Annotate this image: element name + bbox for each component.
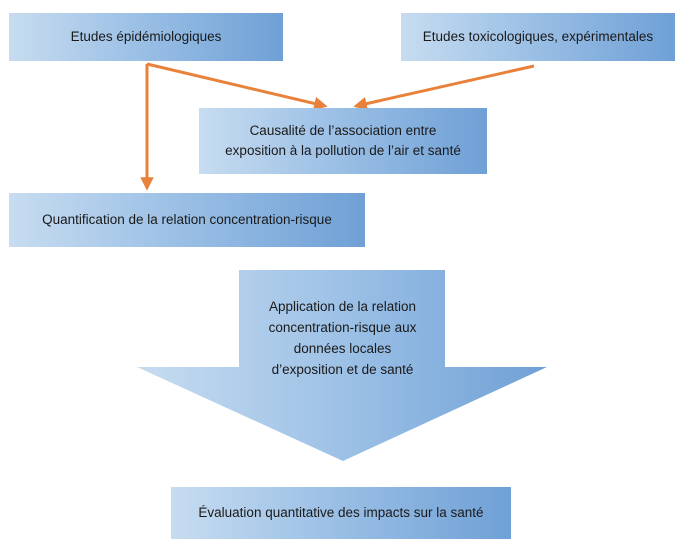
node-toxicology: Etudes toxicologiques, expérimentales bbox=[401, 13, 675, 61]
node-quantification-label: Quantification de la relation concentrat… bbox=[42, 212, 332, 227]
node-causality: Causalité de l’association entre exposit… bbox=[199, 108, 487, 174]
node-application: Application de la relation concentration… bbox=[240, 296, 445, 380]
node-causality-line-1: Causalité de l’association entre bbox=[249, 123, 437, 138]
node-application-line-2: concentration-risque aux bbox=[268, 320, 417, 335]
node-quantification: Quantification de la relation concentrat… bbox=[9, 193, 365, 247]
node-evaluation: Évaluation quantitative des impacts sur … bbox=[171, 487, 511, 539]
arrow-epi-to-caus bbox=[146, 62, 328, 111]
node-application-line-1: Application de la relation bbox=[268, 299, 417, 314]
node-causality-line-2: exposition à la pollution de l’air et sa… bbox=[225, 143, 461, 158]
arrow-tox-to-caus bbox=[353, 64, 535, 111]
node-epidemiology-label: Etudes épidémiologiques bbox=[70, 29, 222, 44]
node-application-line-3: données locales bbox=[293, 341, 392, 356]
node-epidemiology: Etudes épidémiologiques bbox=[9, 13, 283, 61]
node-evaluation-label: Évaluation quantitative des impacts sur … bbox=[198, 505, 484, 520]
node-application-line-4: d’exposition et de santé bbox=[271, 362, 414, 377]
node-toxicology-label: Etudes toxicologiques, expérimentales bbox=[422, 29, 654, 44]
